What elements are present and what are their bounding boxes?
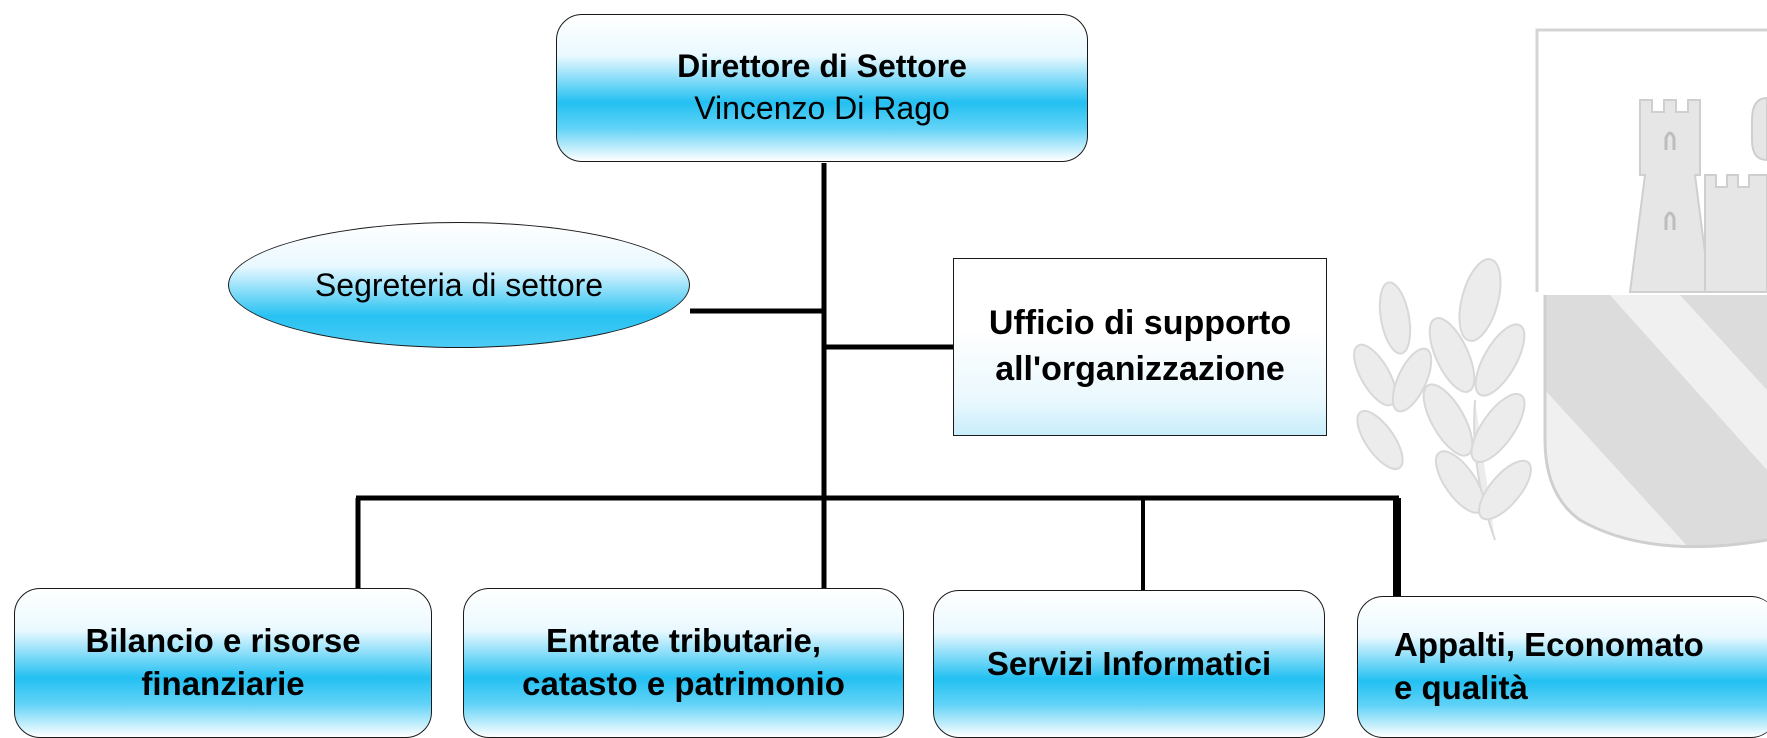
unit-bilancio-line2: finanziarie [141, 665, 305, 702]
director-title: Direttore di Settore [677, 48, 967, 85]
secretariat-label: Segreteria di settore [314, 266, 604, 303]
unit-node-appalti[interactable]: Appalti, Economato e qualità [1357, 596, 1767, 738]
support-office-node[interactable]: Ufficio di supporto all'organizzazione [953, 258, 1327, 436]
unit-appalti-line2: e qualità [1394, 669, 1528, 706]
support-office-line2: all'organizzazione [995, 350, 1285, 388]
unit-node-entrate[interactable]: Entrate tributarie, catasto e patrimonio [463, 588, 904, 738]
unit-entrate-line1: Entrate tributarie, [545, 622, 822, 660]
director-node[interactable]: Direttore di Settore Vincenzo Di Rago [556, 14, 1088, 162]
unit-entrate-line2: catasto e patrimonio [522, 665, 845, 702]
unit-node-servizi-informatici[interactable]: Servizi Informatici [933, 590, 1325, 738]
unit-node-bilancio[interactable]: Bilancio e risorse finanziarie [14, 588, 432, 738]
unit-bilancio-line1: Bilancio e risorse [85, 622, 361, 660]
unit-appalti-line1: Appalti, Economato [1394, 626, 1704, 664]
unit-servizi-line1: Servizi Informatici [986, 644, 1272, 682]
director-name: Vincenzo Di Rago [694, 90, 950, 126]
support-office-line1: Ufficio di supporto [988, 304, 1292, 343]
secretariat-node[interactable]: Segreteria di settore [228, 222, 690, 348]
